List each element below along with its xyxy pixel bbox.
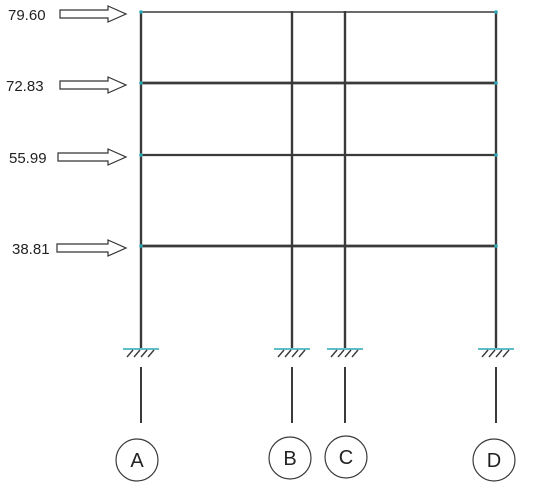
load-arrows bbox=[56, 5, 128, 257]
load-arrow-floor-2 bbox=[57, 148, 128, 166]
joint-node bbox=[139, 81, 143, 85]
axis-bubble-d bbox=[472, 438, 516, 482]
load-label-floor-2: 55.99 bbox=[9, 150, 47, 167]
load-arrow-floor-1 bbox=[56, 239, 128, 257]
joint-node bbox=[139, 244, 143, 248]
joint-node bbox=[494, 153, 498, 157]
columns bbox=[139, 11, 498, 348]
axis-label-a: A bbox=[130, 450, 144, 472]
joint-node bbox=[139, 153, 143, 157]
supports bbox=[123, 348, 514, 358]
load-label-roof: 79.60 bbox=[8, 7, 46, 24]
axis-label-b: B bbox=[283, 448, 296, 470]
joint-node bbox=[494, 10, 498, 14]
joints bbox=[139, 10, 498, 248]
support-d bbox=[478, 348, 514, 358]
load-arrow-roof bbox=[59, 5, 128, 23]
joint-node bbox=[494, 244, 498, 248]
load-label-floor-3: 72.83 bbox=[6, 78, 44, 95]
joint-node bbox=[139, 10, 143, 14]
support-a bbox=[123, 348, 159, 358]
load-label-floor-1: 38.81 bbox=[12, 241, 50, 258]
axis-bubbles bbox=[115, 435, 516, 482]
axis-lines bbox=[140, 367, 497, 423]
axis-bubble-c bbox=[324, 435, 368, 479]
support-c bbox=[327, 348, 363, 358]
joint-node bbox=[494, 81, 498, 85]
axis-label-d: D bbox=[487, 450, 501, 472]
axis-label-c: C bbox=[339, 447, 353, 469]
load-arrow-floor-3 bbox=[59, 76, 128, 94]
beams bbox=[141, 11, 496, 248]
axis-bubble-b bbox=[268, 436, 312, 480]
axis-bubble-a bbox=[115, 438, 159, 482]
support-b bbox=[274, 348, 310, 358]
